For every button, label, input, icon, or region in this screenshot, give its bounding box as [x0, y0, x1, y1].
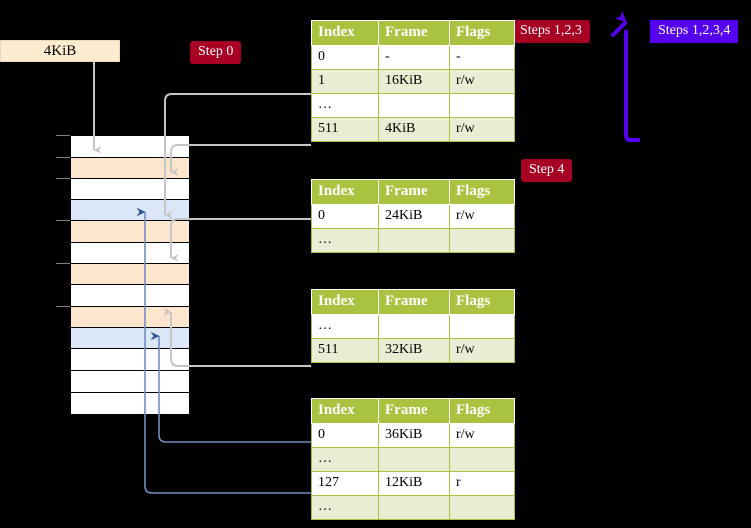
- memory-row: [70, 370, 190, 392]
- source-block-4kib: 4KiB: [0, 40, 120, 62]
- memory-row: [70, 178, 190, 199]
- cell-index: 0: [311, 423, 379, 448]
- cell-index: 0: [311, 45, 379, 70]
- cell-flags: [449, 228, 515, 253]
- table-header-row: Index Frame Flags: [311, 289, 515, 315]
- table-header-row: Index Frame Flags: [311, 20, 515, 46]
- memory-row: [70, 157, 190, 178]
- memory-tick: [56, 178, 70, 179]
- memory-row: [70, 263, 190, 284]
- cell-frame: [378, 93, 450, 118]
- table-row: 0 - -: [311, 45, 515, 70]
- arrow-steps-1234-head: [610, 10, 628, 38]
- cell-index: …: [311, 495, 379, 520]
- table-row: 127 12KiB r: [311, 471, 515, 496]
- cell-flags: r/w: [449, 423, 515, 448]
- cell-frame: [378, 314, 450, 339]
- column-header-index: Index: [311, 398, 379, 424]
- cell-frame: 12KiB: [378, 471, 450, 496]
- cell-frame: 24KiB: [378, 204, 450, 229]
- table-row: 511 32KiB r/w: [311, 338, 515, 363]
- memory-tick: [56, 135, 70, 136]
- cell-flags: [449, 495, 515, 520]
- column-header-frame: Frame: [378, 20, 450, 46]
- arrow-steps-1234-bracket: [624, 30, 640, 142]
- column-header-flags: Flags: [449, 398, 515, 424]
- memory-row: [70, 348, 190, 370]
- table-header-row: Index Frame Flags: [311, 179, 515, 205]
- table-row: …: [311, 314, 515, 339]
- table-row: …: [311, 447, 515, 472]
- table-row: …: [311, 495, 515, 520]
- table-row: …: [311, 228, 515, 253]
- cell-frame: [378, 228, 450, 253]
- memory-tick: [56, 306, 70, 307]
- memory-row: [70, 242, 190, 263]
- cell-flags: r/w: [449, 117, 515, 142]
- table-row: 1 16KiB r/w: [311, 69, 515, 94]
- table-row: 0 24KiB r/w: [311, 204, 515, 229]
- cell-index: 1: [311, 69, 379, 94]
- table-header-row: Index Frame Flags: [311, 398, 515, 424]
- memory-row: [70, 327, 190, 348]
- wire-level3-511-to-memory: [163, 308, 311, 367]
- cell-index: 0: [311, 204, 379, 229]
- memory-row: [70, 199, 190, 220]
- page-table-level-4: Index Frame Flags 0 36KiB r/w … 127 12Ki…: [311, 398, 515, 520]
- cell-flags: r/w: [449, 204, 515, 229]
- column-header-frame: Frame: [378, 289, 450, 315]
- cell-frame: [378, 495, 450, 520]
- column-header-index: Index: [311, 20, 379, 46]
- table-row: 0 36KiB r/w: [311, 423, 515, 448]
- cell-flags: r/w: [449, 69, 515, 94]
- cell-flags: r/w: [449, 338, 515, 363]
- cell-frame: 36KiB: [378, 423, 450, 448]
- cell-frame: [378, 447, 450, 472]
- badge-step-4: Step 4: [521, 159, 573, 182]
- physical-memory-column: [56, 135, 190, 415]
- column-header-frame: Frame: [378, 398, 450, 424]
- table-row: 511 4KiB r/w: [311, 117, 515, 142]
- memory-tick: [56, 157, 70, 158]
- column-header-flags: Flags: [449, 20, 515, 46]
- badge-steps-1234: Steps 1,2,3,4: [650, 20, 739, 43]
- column-header-index: Index: [311, 289, 379, 315]
- cell-index: 127: [311, 471, 379, 496]
- cell-frame: 16KiB: [378, 69, 450, 94]
- cell-flags: [449, 93, 515, 118]
- cell-index: 511: [311, 117, 379, 142]
- cell-flags: r: [449, 471, 515, 496]
- table-row: …: [311, 93, 515, 118]
- memory-tick: [56, 220, 70, 221]
- badge-step-0: Step 0: [190, 41, 242, 64]
- column-header-flags: Flags: [449, 289, 515, 315]
- badge-steps-123: Steps 1,2,3: [512, 20, 590, 43]
- memory-row: [70, 220, 190, 242]
- cell-index: 511: [311, 338, 379, 363]
- cell-index: …: [311, 447, 379, 472]
- cell-flags: -: [449, 45, 515, 70]
- cell-index: …: [311, 314, 379, 339]
- cell-index: …: [311, 93, 379, 118]
- page-table-level-1: Index Frame Flags 0 - - 1 16KiB r/w … 51…: [311, 20, 515, 142]
- cell-index: …: [311, 228, 379, 253]
- page-table-level-2: Index Frame Flags 0 24KiB r/w …: [311, 179, 515, 253]
- memory-row: [70, 306, 190, 327]
- memory-tick: [56, 263, 70, 264]
- memory-row: [70, 284, 190, 306]
- page-table-level-3: Index Frame Flags … 511 32KiB r/w: [311, 289, 515, 363]
- cell-flags: [449, 314, 515, 339]
- memory-row: [70, 392, 190, 415]
- cell-frame: 32KiB: [378, 338, 450, 363]
- column-header-index: Index: [311, 179, 379, 205]
- memory-row: [70, 135, 190, 157]
- column-header-frame: Frame: [378, 179, 450, 205]
- column-header-flags: Flags: [449, 179, 515, 205]
- cell-frame: 4KiB: [378, 117, 450, 142]
- cell-frame: -: [378, 45, 450, 70]
- cell-flags: [449, 447, 515, 472]
